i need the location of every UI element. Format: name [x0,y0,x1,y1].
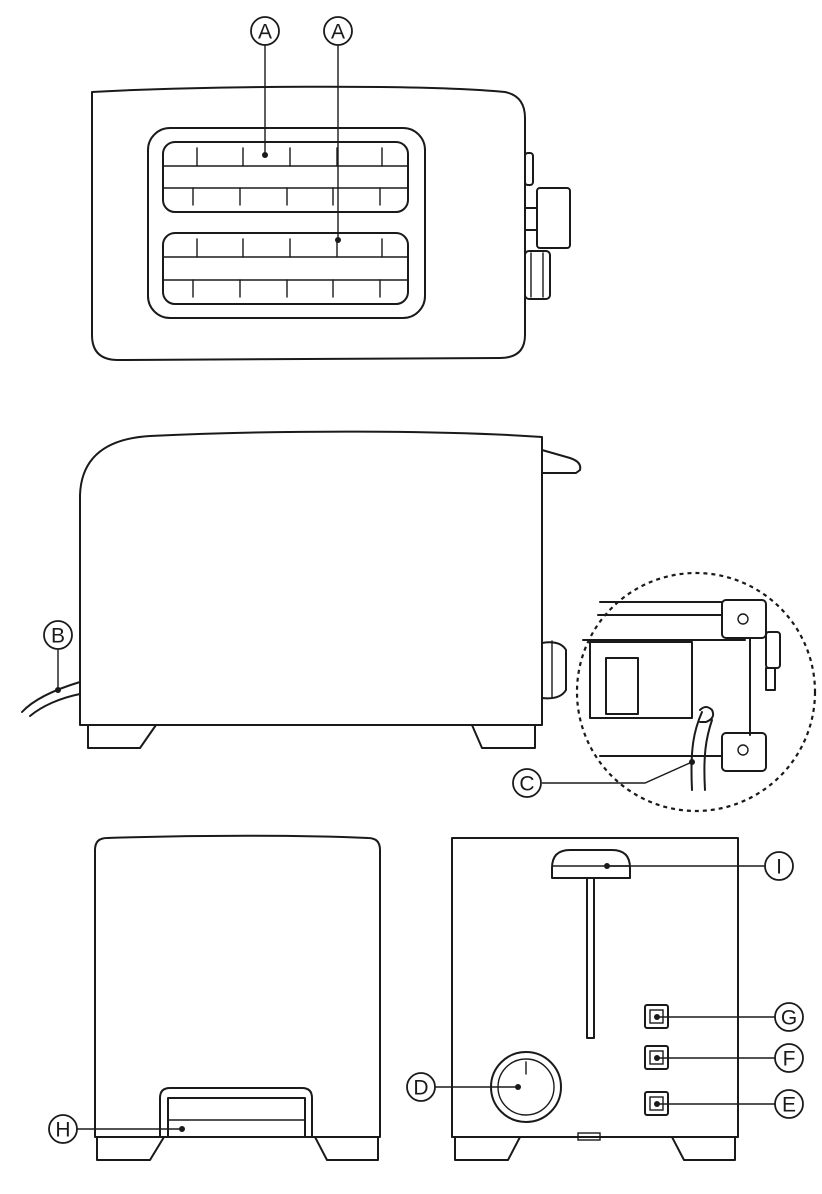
lever-stem [524,207,538,231]
toaster-front-view [451,837,739,1161]
back-foot-right [314,1136,379,1161]
front-foot-right [671,1136,736,1161]
callout-h: H [48,1114,185,1144]
side-foot-left [87,724,157,749]
callout-d: D [406,1072,521,1102]
lever-knob [536,187,571,249]
side-view-body-outline [79,430,543,726]
detail-underside-drawing [582,599,781,791]
callout-label-i: I [776,856,782,879]
callout-a-left: A [250,16,280,158]
detail-foot-top [721,599,767,639]
base-notch [577,1132,601,1141]
lever-track [586,877,595,1039]
crumb-tray [159,1087,313,1138]
callout-label-h: H [55,1119,70,1142]
callout-label-g: G [781,1007,797,1030]
power-cord [21,681,81,713]
back-foot-left [96,1136,165,1161]
toast-slot-right [162,232,409,305]
detail-cord [690,711,703,791]
toaster-side-view [21,430,582,749]
callout-label-d: D [413,1077,428,1100]
side-dial [541,641,567,700]
callout-i: I [604,851,794,881]
detail-side-tab [765,667,776,691]
callout-b: B [43,620,73,693]
callout-g: G [654,1002,804,1032]
side-button-top [524,152,534,186]
detail-magnifier-outline [575,571,817,813]
callout-f: F [654,1043,804,1073]
callout-label-c: C [519,773,534,796]
cord-storage-detail [575,571,817,813]
top-view-body-outline [91,85,526,361]
power-cord-edge [29,693,81,717]
callout-label-a-right: A [331,21,345,44]
side-foot-right [471,724,536,749]
toaster-back-view [94,834,381,1161]
side-knob [524,250,551,300]
callout-c: C [512,759,695,798]
callout-label-b: B [51,625,65,648]
detail-label-plate [589,641,693,719]
crumb-tray-inner [167,1097,306,1138]
detail-rating-label [605,657,639,715]
detail-side-knob [765,631,781,669]
callout-label-a-left: A [258,21,272,44]
callout-a-right: A [323,16,353,243]
detail-cord-hook [699,706,715,723]
callout-e: E [654,1089,804,1119]
front-foot-left [454,1136,521,1161]
toast-slot-left [162,141,409,213]
callout-label-f: F [783,1048,796,1071]
slot-frame [147,127,426,319]
toaster-top-view [91,85,571,361]
detail-foot-bottom [721,732,767,772]
lever-cap [551,849,631,879]
callout-label-e: E [782,1094,796,1117]
back-view-body-outline [94,834,381,1138]
slot-grill-ticks [192,147,383,298]
side-lever-tab [541,449,582,474]
